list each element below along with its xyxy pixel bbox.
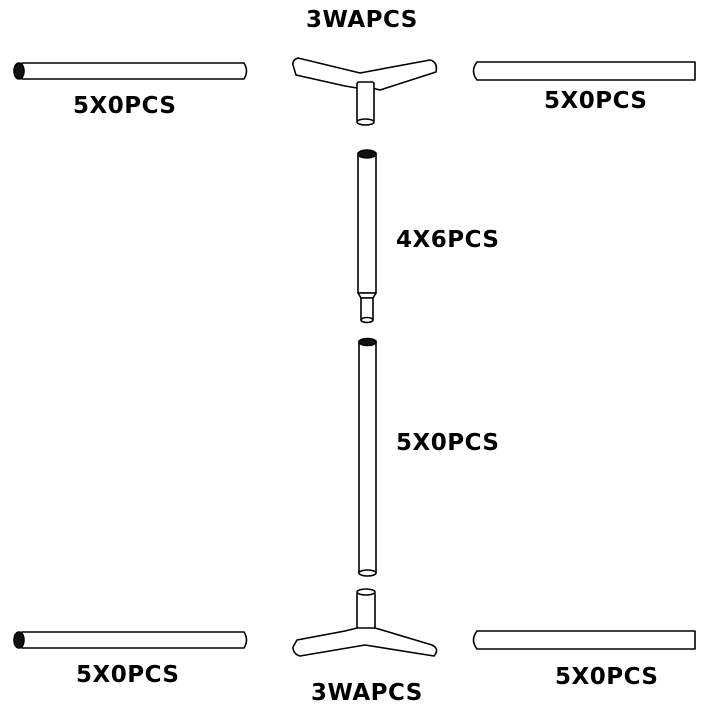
top-left-tube xyxy=(13,62,248,80)
label-top-connector: 3WAPCS xyxy=(306,7,418,33)
label-top-left-tube: 5X0PCS xyxy=(73,93,177,119)
label-lower-pole: 5X0PCS xyxy=(396,430,500,456)
bottom-left-tube xyxy=(13,631,248,649)
label-bottom-right-tube: 5X0PCS xyxy=(555,664,659,690)
bottom-right-tube xyxy=(472,630,696,650)
top-3way-connector xyxy=(292,57,438,126)
top-right-tube xyxy=(472,61,696,81)
label-bottom-left-tube: 5X0PCS xyxy=(76,662,180,688)
lower-pole xyxy=(358,337,377,577)
upper-pole xyxy=(357,149,377,324)
label-upper-pole: 4X6PCS xyxy=(396,227,500,253)
label-top-right-tube: 5X0PCS xyxy=(544,88,648,114)
bottom-3way-connector xyxy=(292,588,438,657)
label-bottom-connector: 3WAPCS xyxy=(311,680,423,706)
